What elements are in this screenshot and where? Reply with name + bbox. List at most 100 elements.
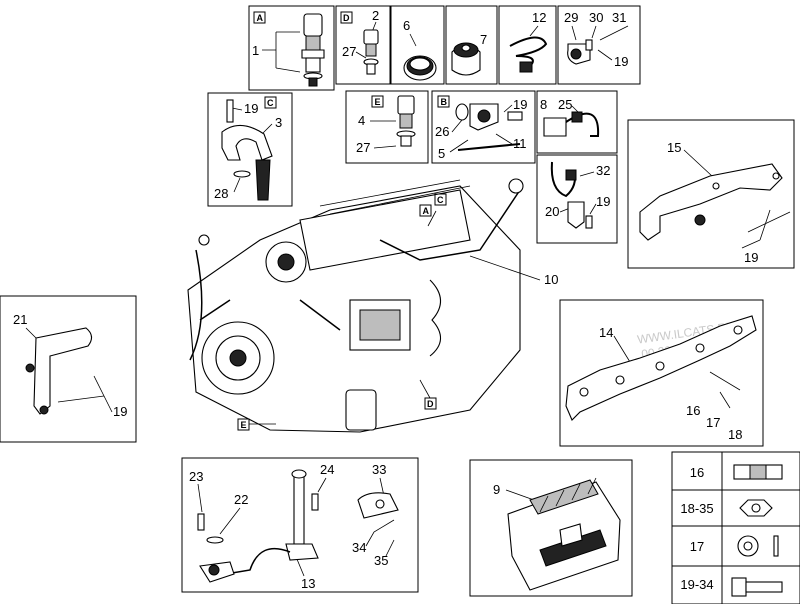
harness-bracket-icon: [550, 161, 593, 229]
seal-ring-icon: [403, 55, 437, 81]
callout-5: 5: [438, 146, 445, 161]
callout-3: 3: [275, 115, 282, 130]
cable-harness-icon: [509, 36, 548, 73]
view-tag-e-box: [371, 95, 384, 108]
callout-7: 7: [480, 32, 487, 47]
control-unit-icon: [507, 477, 621, 591]
callout-8: 8: [540, 97, 547, 112]
callout-23: 23: [189, 469, 203, 484]
callout-29: 29: [564, 10, 578, 25]
view-tag-e-marker: E: [241, 420, 247, 430]
connector-bracket-icon: [567, 39, 593, 65]
view-tag-b: B: [441, 97, 448, 107]
washer-icon: [737, 535, 779, 557]
filler-cap-icon: [451, 42, 481, 76]
callout-19-b: 19: [513, 97, 527, 112]
detail-box-c: C 19 3 28: [207, 92, 293, 207]
callout-13: 13: [301, 576, 315, 591]
legend-code-19-34: 19-34: [680, 577, 713, 592]
callout-31: 31: [612, 10, 626, 25]
detail-box-14: 14 16 17 18: [559, 299, 764, 447]
engine-assembly-drawing: A C D E 10: [187, 178, 558, 433]
detail-box-21: 21 19: [0, 295, 137, 443]
view-tag-d: D: [343, 13, 350, 23]
harness-rail-icon: [565, 315, 757, 421]
detail-box-d: D 2 27: [335, 5, 391, 85]
detail-box-8: 8 25: [536, 90, 618, 154]
callout-28: 28: [214, 186, 228, 201]
callout-19-c: 19: [244, 101, 258, 116]
cable-clip-icon: [543, 111, 600, 137]
callout-32: 32: [596, 163, 610, 178]
callout-2: 2: [372, 8, 379, 23]
callout-17: 17: [706, 415, 720, 430]
view-tag-b-box: [437, 95, 450, 108]
callout-6: 6: [403, 18, 410, 33]
detail-box-32: 32 20 19: [536, 154, 618, 244]
callout-15: 15: [667, 140, 681, 155]
callout-21: 21: [13, 312, 27, 327]
view-tag-d-marker: D: [427, 399, 434, 409]
bolt-icon: [731, 577, 783, 597]
callout-19-g: 19: [596, 194, 610, 209]
callout-34: 34: [352, 540, 366, 555]
callout-20: 20: [545, 204, 559, 219]
detail-box-e: E 4 27: [345, 90, 429, 164]
callout-35: 35: [374, 553, 388, 568]
detail-box-a: A 1: [248, 5, 335, 91]
dipstick-tube-icon: [197, 469, 399, 583]
legend-code-17: 17: [690, 539, 704, 554]
detail-box-7: 7: [445, 5, 498, 85]
callout-30: 30: [589, 10, 603, 25]
view-tag-d-marker-box: [424, 397, 437, 410]
view-tag-e-marker-box: [237, 418, 250, 431]
speed-sensor-icon: [455, 103, 523, 151]
coolant-pipe-icon: [221, 99, 273, 201]
detail-box-29: 29 30 31 19: [557, 5, 641, 85]
callout-4: 4: [358, 113, 365, 128]
callout-19-21: 19: [113, 404, 127, 419]
callout-27-e: 27: [356, 140, 370, 155]
callout-9: 9: [493, 482, 500, 497]
oil-sensor-icon: [396, 95, 416, 147]
view-tag-c-marker: C: [437, 195, 444, 205]
view-tag-e: E: [375, 97, 381, 107]
view-tag-c-marker-box: [434, 193, 447, 206]
callout-18: 18: [728, 427, 742, 442]
view-tag-d-box: [340, 11, 353, 24]
callout-14: 14: [599, 325, 613, 340]
legend-code-18-35: 18-35: [680, 501, 713, 516]
hardware-legend: 16 18-35 17 19-34: [671, 451, 800, 604]
heat-shield-icon: [25, 327, 93, 415]
callout-27: 27: [342, 44, 356, 59]
detail-box-9: 9: [469, 459, 633, 597]
callout-16: 16: [686, 403, 700, 418]
callout-33: 33: [372, 462, 386, 477]
detail-box-6: 6: [390, 5, 445, 85]
temperature-sensor-icon: [301, 13, 325, 87]
callout-24: 24: [320, 462, 334, 477]
legend-code-16: 16: [690, 465, 704, 480]
detail-box-15: 15 19: [627, 119, 795, 269]
callout-10: 10: [544, 272, 558, 287]
mounting-bracket-icon: [639, 163, 783, 241]
detail-box-b: B 19 26 11 5: [431, 90, 536, 164]
pressure-sensor-icon: [363, 29, 379, 75]
view-tag-a: A: [257, 13, 264, 23]
detail-box-12: 12: [498, 5, 557, 85]
view-tag-c-box: [264, 96, 277, 109]
callout-26: 26: [435, 124, 449, 139]
callout-1: 1: [252, 43, 259, 58]
view-tag-a-box: [253, 11, 266, 24]
callout-12: 12: [532, 10, 546, 25]
view-tag-a-marker-box: [419, 204, 432, 217]
hex-nut-icon: [739, 499, 773, 517]
callout-25: 25: [558, 97, 572, 112]
clip-icon: [733, 464, 783, 480]
callout-19: 19: [614, 54, 628, 69]
view-tag-c: C: [267, 98, 274, 108]
detail-box-13: 23 22 24 33 13 34 35: [181, 457, 419, 593]
callout-22: 22: [234, 492, 248, 507]
view-tag-a-marker: A: [423, 206, 430, 216]
